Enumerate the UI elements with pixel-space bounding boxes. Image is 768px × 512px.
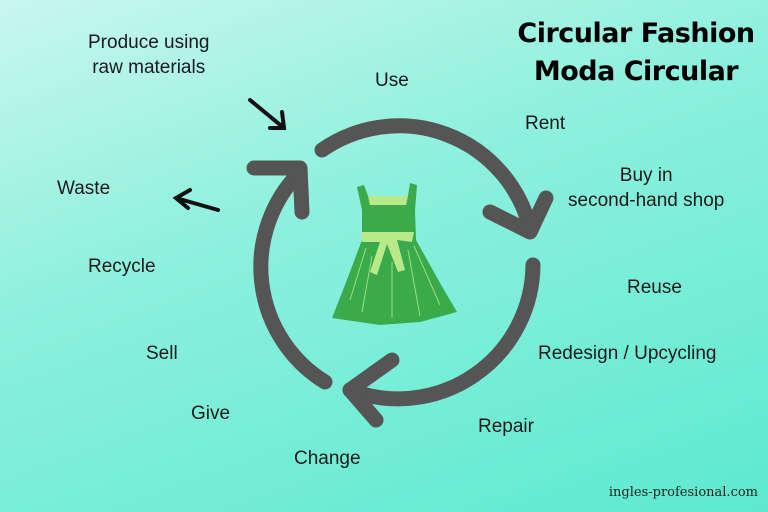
label-buy-line1: Buy in: [619, 165, 673, 186]
title-es: Moda Circular: [533, 56, 739, 87]
label-repair: Repair: [478, 416, 534, 437]
dress-icon: [332, 183, 457, 325]
waste-arrow-icon: [172, 188, 220, 212]
cycle-arrowhead-bottom: [342, 352, 400, 428]
label-reuse: Reuse: [627, 277, 682, 298]
label-produce-line1: Produce using: [88, 32, 210, 53]
cycle-arrow-left: [253, 164, 333, 390]
cycle-arrowhead-left: [246, 160, 310, 220]
cycle-arrow-top: [314, 118, 538, 236]
label-sell: Sell: [146, 343, 178, 364]
label-use: Use: [375, 70, 409, 91]
label-change: Change: [294, 448, 361, 469]
label-buy: Buy in second-hand shop: [568, 163, 724, 213]
cycle-arrow-bottom: [342, 257, 541, 407]
label-redesign: Redesign / Upcycling: [538, 343, 717, 364]
label-recycle: Recycle: [88, 256, 156, 277]
cycle-arrowhead-top: [482, 190, 554, 240]
site-credit: ingles-profesional.com: [608, 485, 758, 500]
label-produce: Produce using raw materials: [88, 30, 209, 80]
title-en: Circular Fashion: [517, 18, 755, 49]
input-arrow-icon: [248, 98, 287, 130]
label-produce-line2: raw materials: [92, 57, 206, 78]
label-buy-line2: second-hand shop: [568, 190, 725, 211]
label-give: Give: [191, 403, 231, 424]
label-waste: Waste: [57, 178, 111, 199]
label-rent: Rent: [525, 113, 566, 134]
